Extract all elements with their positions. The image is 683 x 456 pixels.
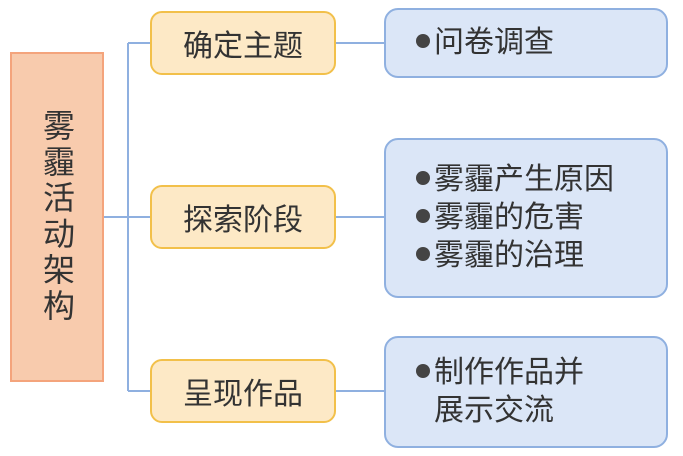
- detail-box-define-topic: 问卷调查: [384, 8, 668, 78]
- detail-item: 雾霾的危害: [416, 199, 656, 237]
- detail-item-text: 雾霾的危害: [434, 200, 584, 235]
- bullet-dot-icon: [416, 171, 430, 185]
- detail-item-text: 雾霾产生原因: [434, 162, 614, 197]
- bullet-dot-icon: [416, 364, 430, 378]
- bullet-dot-icon: [416, 247, 430, 261]
- stage-node-present-work: 呈现作品: [150, 359, 336, 423]
- stage-label: 确定主题: [183, 29, 303, 64]
- detail-item-text: 制作作品并: [434, 355, 584, 390]
- detail-item: 展示交流: [416, 392, 656, 430]
- detail-item: 问卷调查: [416, 24, 656, 62]
- detail-item: 制作作品并: [416, 354, 656, 392]
- detail-item-text: 问卷调查: [434, 25, 554, 60]
- detail-item-text: 雾霾的治理: [434, 238, 584, 273]
- detail-item: 雾霾产生原因: [416, 161, 656, 199]
- root-label: 雾霾活动架构: [38, 109, 76, 325]
- bullet-dot-icon: [416, 209, 430, 223]
- bullet-dot-icon: [416, 34, 430, 48]
- detail-box-present-work: 制作作品并 展示交流: [384, 336, 668, 448]
- root-node: 雾霾活动架构: [10, 52, 104, 382]
- detail-item: 雾霾的治理: [416, 237, 656, 275]
- stage-label: 探索阶段: [183, 203, 303, 238]
- detail-box-explore: 雾霾产生原因 雾霾的危害 雾霾的治理: [384, 138, 668, 298]
- stage-node-define-topic: 确定主题: [150, 11, 336, 75]
- stage-node-explore: 探索阶段: [150, 185, 336, 249]
- detail-item-text: 展示交流: [434, 393, 554, 428]
- stage-label: 呈现作品: [183, 377, 303, 412]
